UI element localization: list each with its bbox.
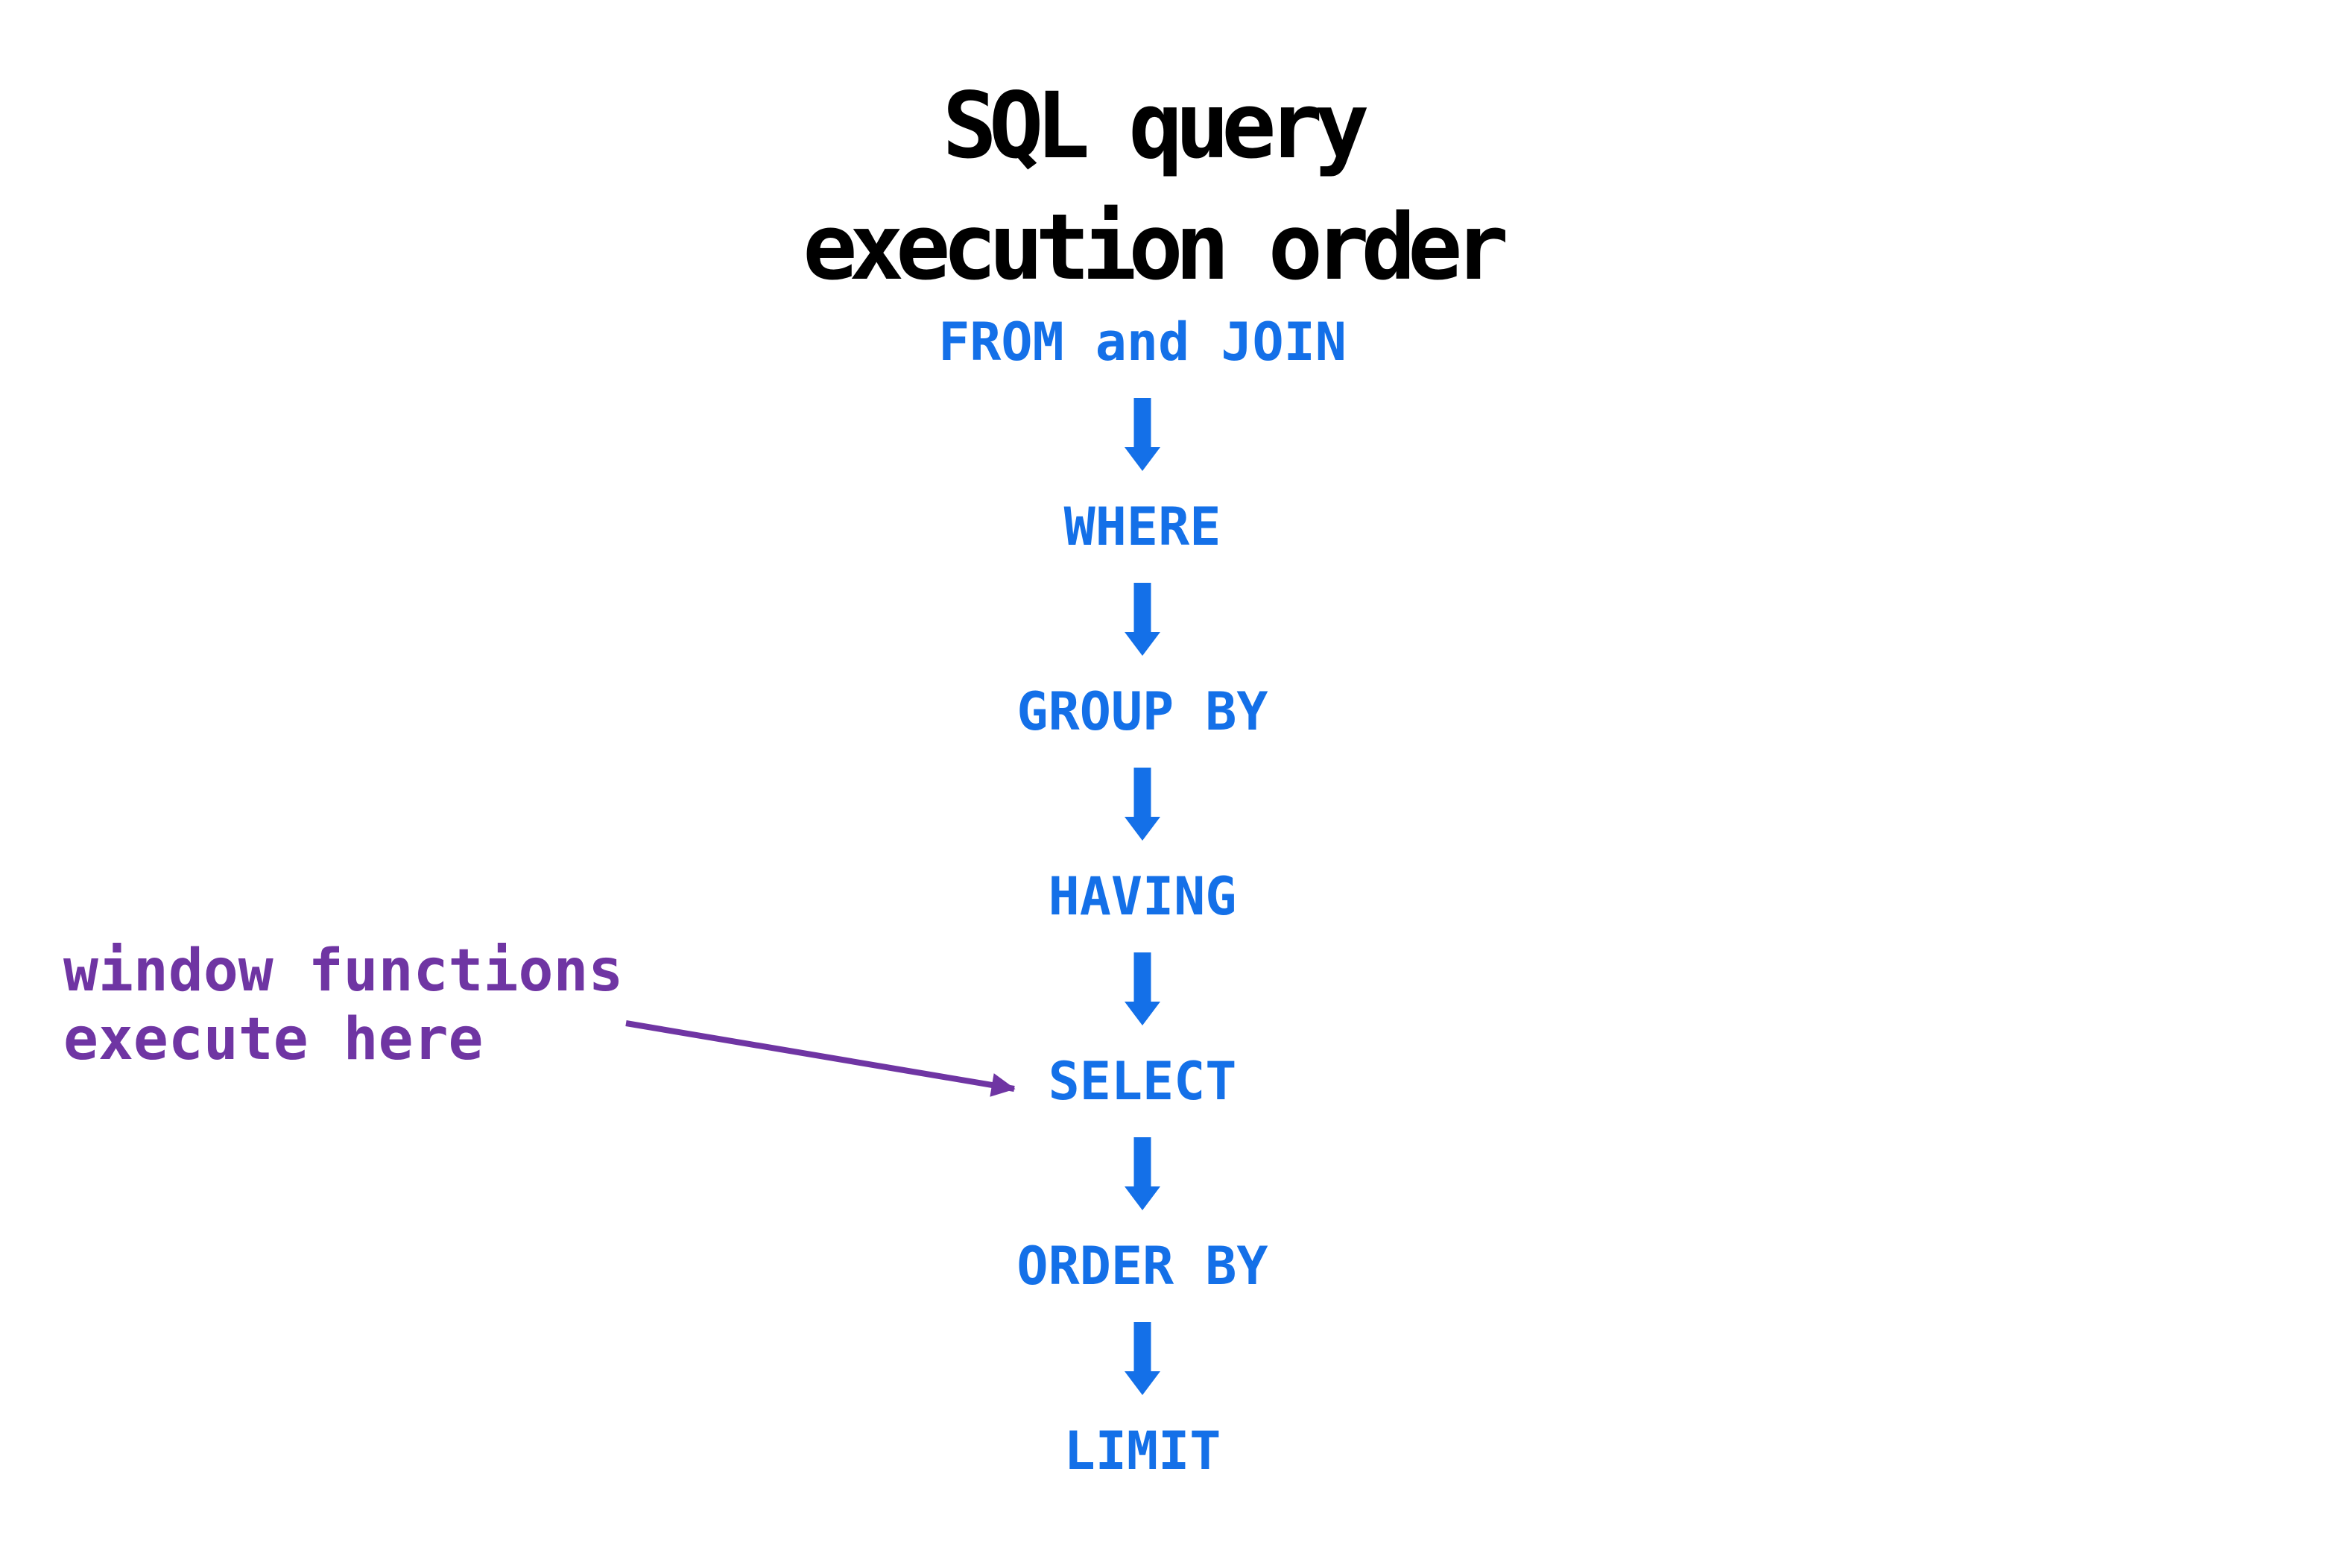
- step-where: WHERE: [1063, 496, 1221, 557]
- down-arrow-icon: [1125, 398, 1160, 471]
- step-group-by: GROUP BY: [1016, 681, 1268, 742]
- down-arrow-icon: [1125, 583, 1160, 656]
- title-line-1: SQL query: [942, 73, 1369, 179]
- step-select: SELECT: [1048, 1051, 1237, 1112]
- down-arrow-icon: [1125, 952, 1160, 1025]
- step-having: HAVING: [1048, 866, 1237, 927]
- annotation-line-1: window functions: [63, 938, 624, 1005]
- step-order-by: ORDER BY: [1016, 1236, 1268, 1297]
- annotation-arrow-icon: [625, 1020, 1016, 1097]
- annotation-line-2: execute here: [63, 1006, 484, 1073]
- title-line-2: execution order: [803, 195, 1509, 300]
- step-limit: LIMIT: [1063, 1420, 1221, 1482]
- down-arrow-icon: [1125, 1137, 1160, 1210]
- down-arrow-icon: [1125, 768, 1160, 841]
- down-arrow-icon: [1125, 1322, 1160, 1395]
- diagram-title: SQL query execution order: [0, 66, 2303, 309]
- step-from-and-join: FROM and JOIN: [938, 312, 1347, 373]
